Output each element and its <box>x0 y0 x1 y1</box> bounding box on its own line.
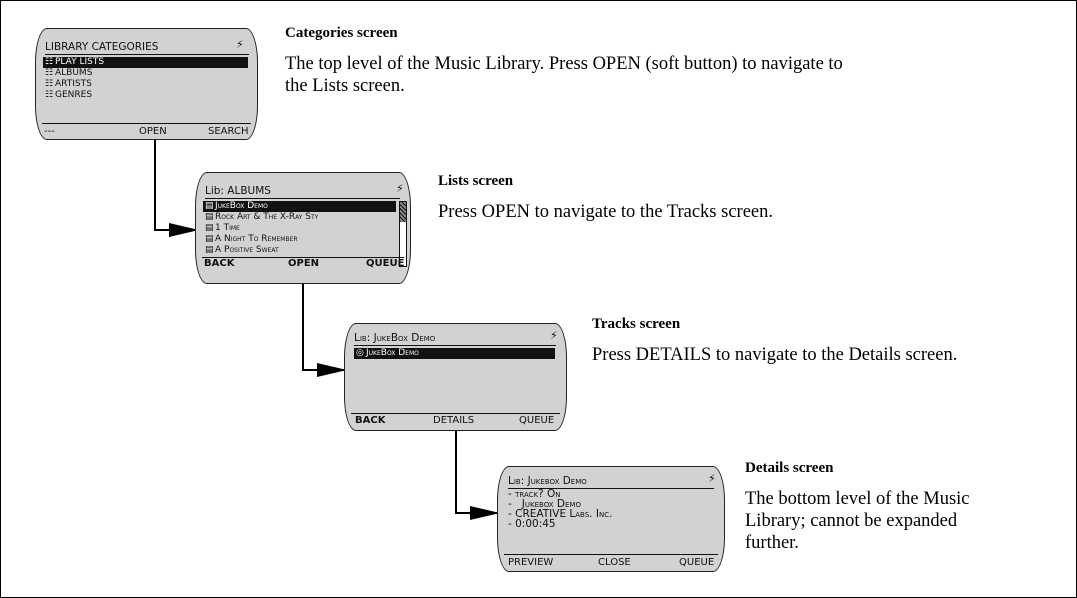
screen-title: Lib: ALBUMS <box>205 185 271 197</box>
folder-tree-icon: ☷ <box>45 79 54 89</box>
categories-screen: LIBRARY CATEGORIES ⚡ ☷PLAY LISTS ☷ALBUMS… <box>35 28 258 140</box>
list-item[interactable]: ☷PLAY LISTS <box>43 57 248 68</box>
title-underline <box>354 345 556 346</box>
track-icon: ◎ <box>356 348 364 358</box>
album-icon: ▤ <box>205 234 214 244</box>
tracks-screen: Lib: JukeBox Demo ⚡ ◎JukeBox Demo BACK D… <box>344 323 567 431</box>
title-underline <box>508 488 714 489</box>
album-list: ▤JukeBox Demo ▤Rock Art & The X-Ray Sty … <box>203 201 396 256</box>
title-underline <box>205 198 400 199</box>
folder-tree-icon: ☷ <box>45 90 54 100</box>
softkey-back[interactable]: BACK <box>355 415 386 426</box>
screen-title: LIBRARY CATEGORIES <box>45 41 159 53</box>
softkey-left[interactable]: --- <box>44 126 55 137</box>
category-list: ☷PLAY LISTS ☷ALBUMS ☷ARTISTS ☷GENRES <box>43 57 248 101</box>
detail-line: - 0:00:45 <box>508 518 556 530</box>
details-screen: Lib: Jukebox Demo ⚡ - track? On - Jukebo… <box>497 466 725 572</box>
folder-tree-icon: ☷ <box>45 57 54 67</box>
plug-icon: ⚡ <box>708 472 716 485</box>
arrow-tracks-to-details <box>455 418 500 520</box>
detail-line: - track? On <box>508 488 561 500</box>
softkey-queue[interactable]: QUEUE <box>519 415 555 426</box>
plug-icon: ⚡ <box>396 182 404 195</box>
softkey-open[interactable]: OPEN <box>288 258 320 269</box>
detail-line: - Jukebox Demo <box>508 498 581 510</box>
screen-title: Lib: Jukebox Demo <box>508 475 587 487</box>
list-item[interactable]: ▤Rock Art & The X-Ray Sty <box>205 212 319 222</box>
list-item[interactable]: ▤1 Time <box>205 223 240 233</box>
scrollbar-thumb[interactable] <box>400 202 406 222</box>
album-icon: ▤ <box>205 223 214 233</box>
arrow-categories-to-lists <box>154 140 199 237</box>
softkey-close[interactable]: CLOSE <box>598 557 631 568</box>
description-text: The bottom level of the Music Library; c… <box>745 489 970 553</box>
softkey-queue[interactable]: QUEUE <box>679 557 715 568</box>
album-icon: ▤ <box>205 212 214 222</box>
categories-description: Categories screen The top level of the M… <box>285 24 1055 97</box>
detail-lines: - track? On - Jukebox Demo - CREATIVE La… <box>506 488 711 530</box>
heading: Details screen <box>745 460 834 476</box>
heading: Categories screen <box>285 25 398 41</box>
list-item[interactable]: ▤A Night To Remember <box>205 234 298 244</box>
list-item[interactable]: ▤A Positive Sweat <box>205 245 279 255</box>
heading: Lists screen <box>438 173 514 189</box>
screen-title: Lib: JukeBox Demo <box>354 332 436 344</box>
softkey-open[interactable]: OPEN <box>139 126 167 137</box>
lists-screen: Lib: ALBUMS ⚡ ▤JukeBox Demo ▤Rock Art & … <box>195 172 411 284</box>
list-item[interactable]: ☷ALBUMS <box>45 68 93 78</box>
details-description: Details screen The bottom level of the M… <box>745 459 995 554</box>
description-text: Press DETAILS to navigate to the Details… <box>592 345 958 365</box>
description-text: Press OPEN to navigate to the Tracks scr… <box>438 202 774 222</box>
title-underline <box>45 54 249 55</box>
arrow-lists-to-tracks <box>302 284 347 377</box>
list-item[interactable]: ☷ARTISTS <box>45 79 92 89</box>
heading: Tracks screen <box>592 316 681 332</box>
album-icon: ▤ <box>205 245 214 255</box>
softkey-divider <box>351 413 560 414</box>
softkey-divider <box>42 123 251 124</box>
list-item[interactable]: ☷GENRES <box>45 90 93 100</box>
track-list: ◎JukeBox Demo <box>354 348 555 359</box>
tracks-description: Tracks screen Press DETAILS to navigate … <box>592 315 1072 366</box>
description-text: The top level of the Music Library. Pres… <box>285 54 843 96</box>
softkey-preview[interactable]: PREVIEW <box>508 557 554 568</box>
detail-line: - CREATIVE Labs. Inc. <box>508 508 613 520</box>
list-item[interactable]: ◎JukeBox Demo <box>354 348 555 359</box>
softkey-queue[interactable]: QUEUE <box>366 258 405 269</box>
plug-icon: ⚡ <box>550 329 558 342</box>
scrollbar[interactable] <box>399 201 407 267</box>
softkey-back[interactable]: BACK <box>204 258 235 269</box>
softkey-divider <box>202 257 404 258</box>
album-icon: ▤ <box>205 201 214 211</box>
list-item[interactable]: ▤JukeBox Demo <box>203 201 396 212</box>
folder-tree-icon: ☷ <box>45 68 54 78</box>
softkey-details[interactable]: DETAILS <box>433 415 475 426</box>
plug-icon: ⚡ <box>236 38 244 51</box>
lists-description: Lists screen Press OPEN to navigate to t… <box>438 172 1038 223</box>
softkey-divider <box>504 554 718 555</box>
softkey-search[interactable]: SEARCH <box>208 126 249 137</box>
